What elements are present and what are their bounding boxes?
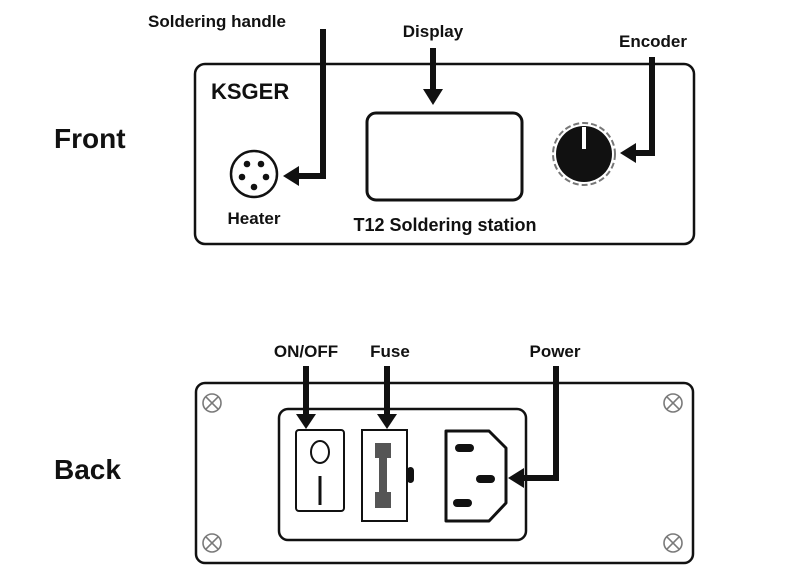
soldering-handle-callout: Soldering handle [148,12,286,31]
encoder-arrowhead [620,143,636,163]
soldering-handle-arrow [298,29,326,179]
power-socket-icon [444,429,508,523]
encoder-callout: Encoder [619,32,687,51]
fuse-callout: Fuse [370,342,410,361]
display-callout: Display [403,22,464,41]
brand-label: KSGER [211,79,289,104]
on-off-arrowhead [296,414,316,429]
fuse-holder-icon [361,429,414,522]
back-section-label: Back [54,454,121,485]
back-panel [194,381,695,565]
power-callout: Power [529,342,580,361]
power-arrow [523,366,559,481]
heater-label: Heater [228,209,281,228]
fuse-arrowhead [377,414,397,429]
soldering-handle-arrowhead [283,166,299,186]
front-section-label: Front [54,123,126,154]
front-panel [193,62,696,246]
screw-icon [663,533,683,553]
screw-icon [202,533,222,553]
heater-connector-icon [229,149,279,199]
power-module [277,407,528,542]
screw-icon [202,393,222,413]
encoder-arrow [634,57,655,156]
rocker-switch-icon [295,429,345,512]
display-arrowhead [423,89,443,105]
power-arrowhead [508,468,524,488]
model-label: T12 Soldering station [353,215,536,235]
screw-icon [663,393,683,413]
on-off-callout: ON/OFF [274,342,338,361]
display-screen-icon [365,111,524,202]
encoder-knob-icon [552,122,616,186]
